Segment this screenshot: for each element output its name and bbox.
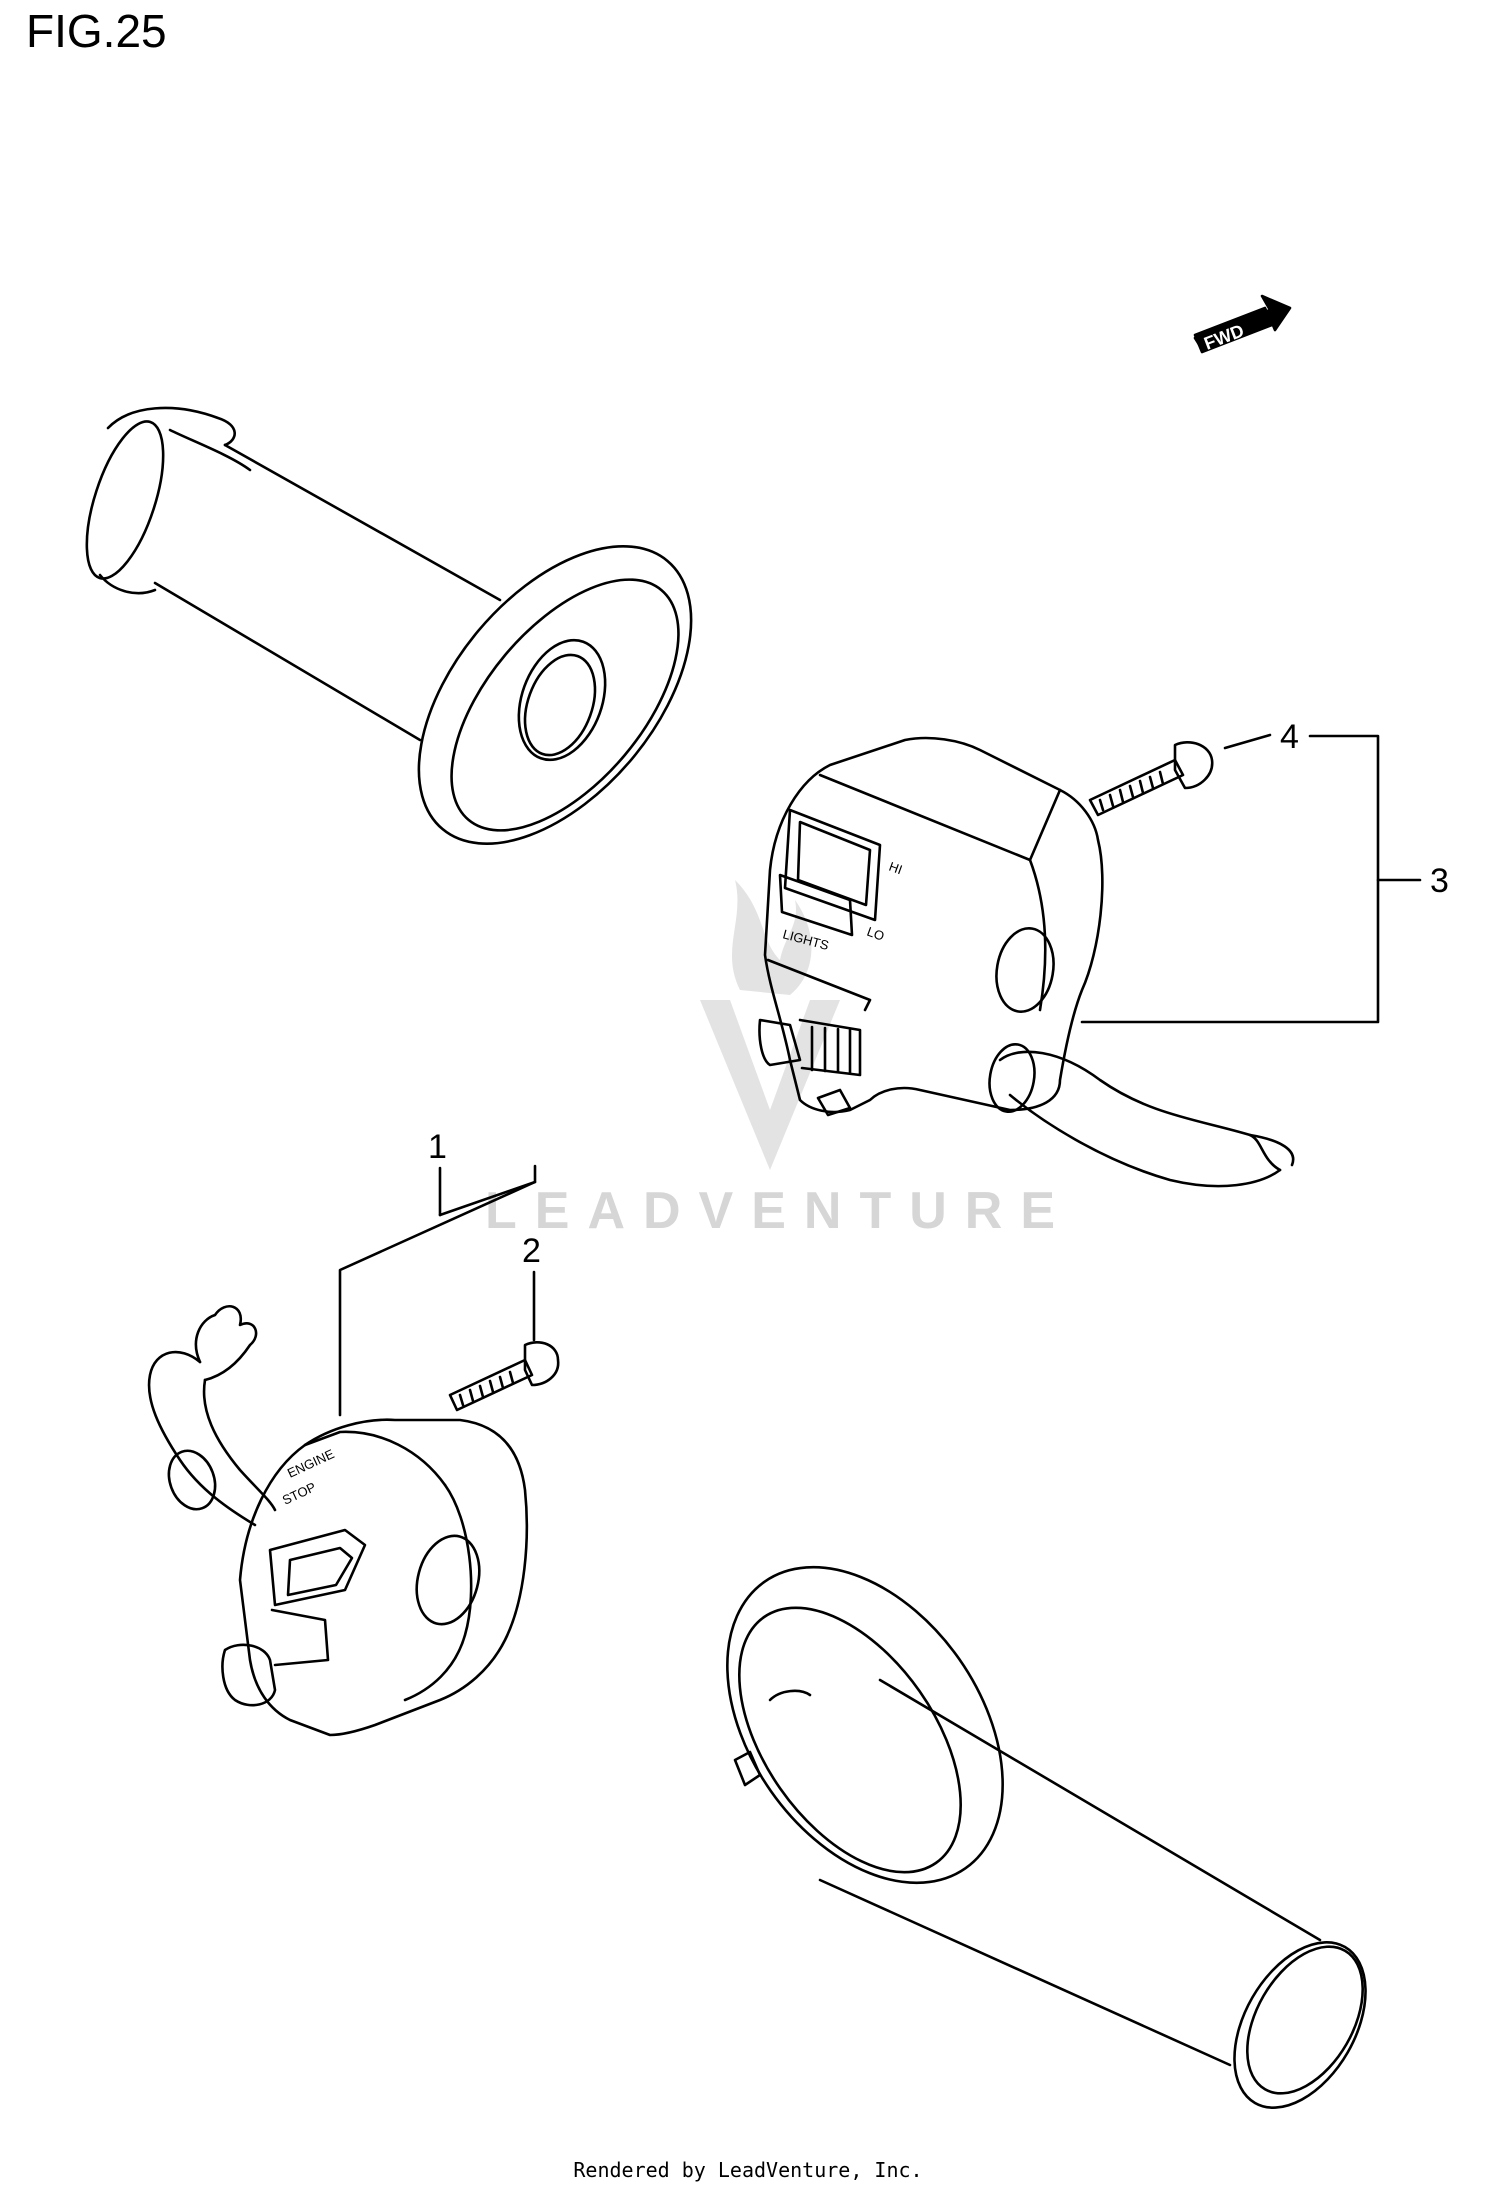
fwd-label: FWD	[1201, 320, 1246, 353]
footer-text: Rendered by LeadVenture, Inc.	[573, 2158, 923, 2182]
label-hi: HI	[887, 859, 904, 878]
right-switch-assembly: HI LO LIGHTS	[758, 736, 1295, 1188]
callout-1-number: 1	[428, 1128, 447, 1166]
screw-2	[448, 1340, 560, 1412]
callout-3-number: 3	[1430, 862, 1449, 900]
callout-2-number: 2	[522, 1232, 541, 1270]
figure-title: FIG.25	[26, 5, 167, 57]
label-engine: ENGINE	[285, 1446, 337, 1481]
fwd-arrow: FWD	[1193, 294, 1292, 354]
callout-1: 1	[338, 1128, 537, 1417]
left-grip	[85, 406, 693, 845]
callout-4-number: 4	[1280, 718, 1299, 756]
leadventure-logo-icon	[700, 880, 840, 1170]
footer-credit: Rendered by LeadVenture, Inc.	[0, 2158, 1500, 2182]
throttle-grip	[726, 1565, 1367, 2109]
callout-2: 2	[522, 1232, 541, 1342]
label-stop: STOP	[280, 1479, 318, 1507]
label-lo: LO	[865, 924, 886, 944]
watermark-text: LEADVENTURE	[485, 1182, 1073, 1240]
callout-4: 4	[1223, 718, 1299, 756]
callout-3: 3	[1080, 734, 1449, 1024]
screw-4	[1088, 740, 1214, 817]
watermark: LEADVENTURE	[485, 880, 1073, 1240]
left-switch-assembly: ENGINE STOP	[147, 1305, 529, 1737]
